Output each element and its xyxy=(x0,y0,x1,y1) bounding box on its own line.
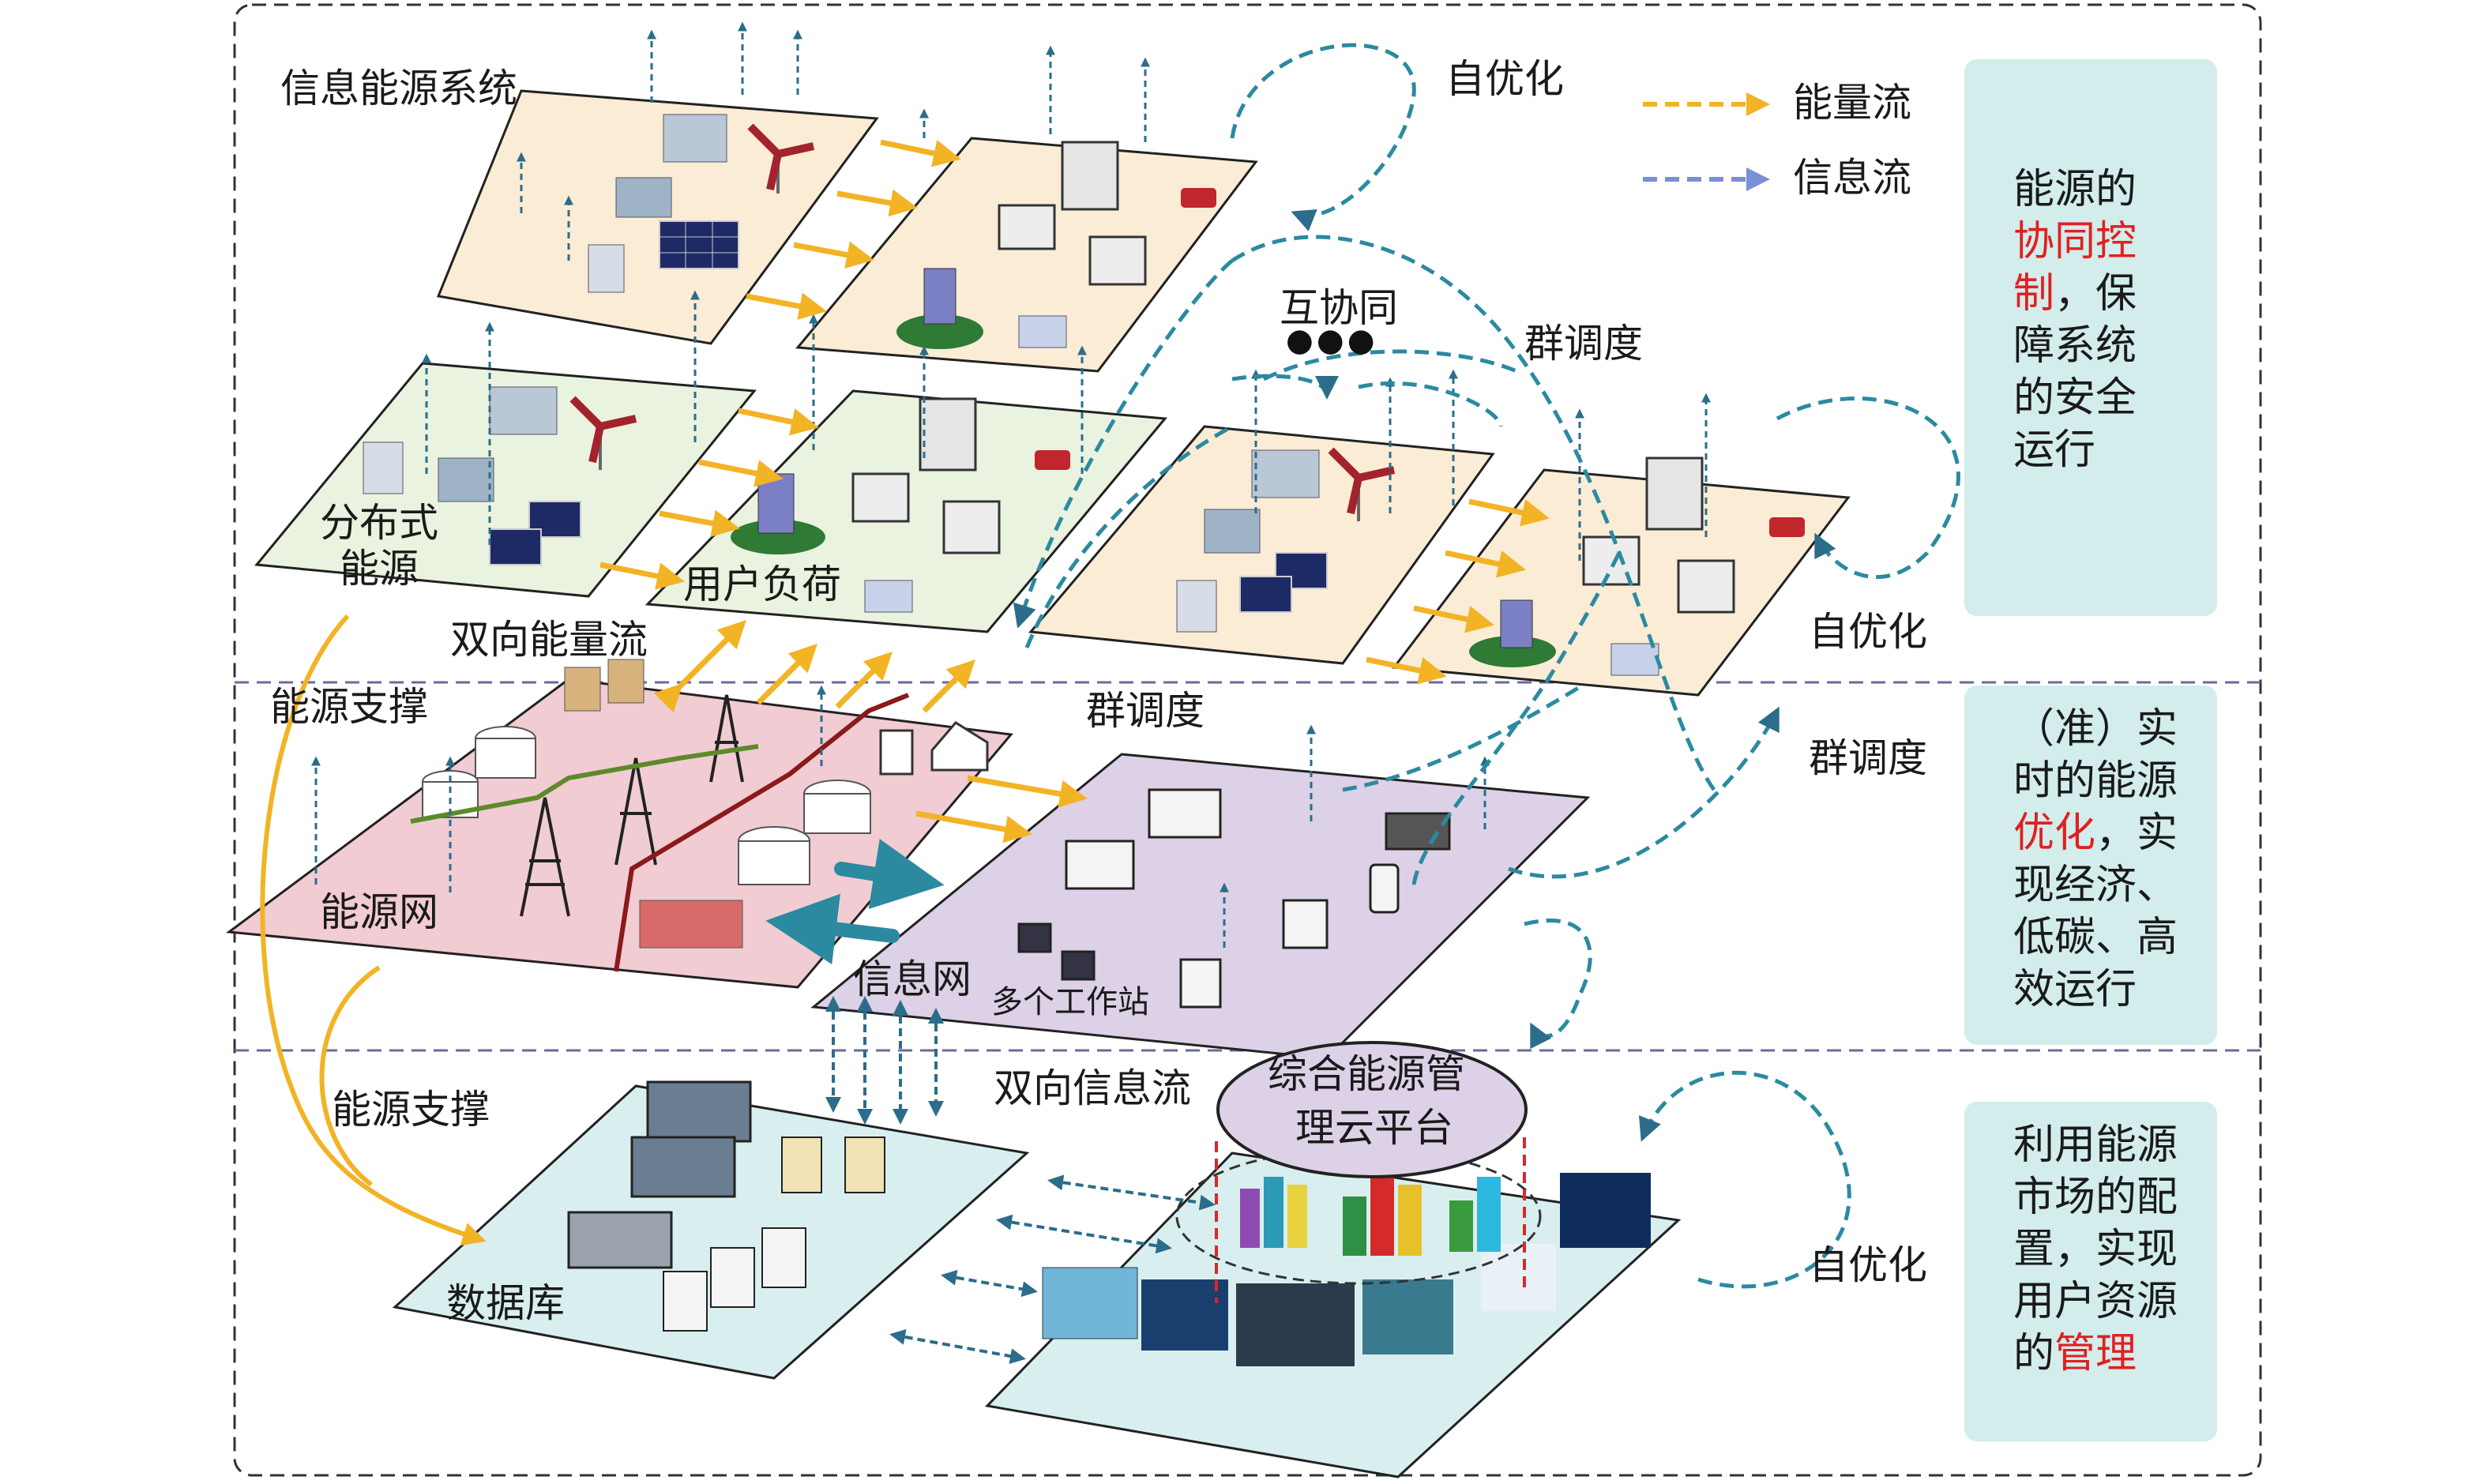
side-panel-text: 协同控 xyxy=(2013,218,2137,265)
side-panel-text: 现经济、 xyxy=(2013,862,2178,909)
label-self-opt-top: 自优化 xyxy=(1445,56,1564,102)
side-panel-text: 障系统 xyxy=(2013,322,2137,370)
label-energy-grid: 能源网 xyxy=(320,889,438,935)
energy-grid-equipment xyxy=(410,659,989,972)
info-grid-equipment xyxy=(1017,788,1451,1009)
side-panel-text: 用户资源 xyxy=(2013,1278,2178,1325)
label-user-load: 用户负荷 xyxy=(683,562,841,607)
equipment-right-b xyxy=(1469,456,1805,676)
side-panel-text: ，保 xyxy=(2054,270,2137,317)
database-servers xyxy=(567,1080,885,1332)
label-group-dispatch-right: 群调度 xyxy=(1809,735,1927,781)
label-cloud-platform-1: 综合能源管 xyxy=(1268,1051,1465,1097)
equipment-mid-left xyxy=(363,386,637,565)
label-self-opt-mid: 自优化 xyxy=(1809,609,1927,655)
label-info-energy-system: 信息能源系统 xyxy=(280,66,517,111)
cloud-platform-visuals xyxy=(1042,1041,1651,1366)
label-mutual-coop: 互协同 xyxy=(1280,285,1398,331)
label-workstations: 多个工作站 xyxy=(991,984,1149,1020)
legend-info-label: 信息流 xyxy=(1793,155,1911,201)
solar-panel-icon xyxy=(489,501,581,565)
label-info-grid: 信息网 xyxy=(853,956,972,1002)
side-panel-text: 低碳、高 xyxy=(2013,914,2178,961)
label-energy-support-1: 能源支撑 xyxy=(270,684,428,730)
side-panel-text: 时的能源 xyxy=(2013,757,2178,805)
side-panel-optimization: （准）实时的能源优化，实现经济、低碳、高效运行 xyxy=(1964,686,2217,1045)
side-panel-text: 管理 xyxy=(2054,1330,2137,1377)
label-distributed-energy: 分布式 能源 xyxy=(320,500,438,592)
plane-right-a xyxy=(1028,425,1495,665)
side-panel-text: 效运行 xyxy=(2013,966,2137,1013)
ellipsis-dots: ●●● xyxy=(1286,322,1378,359)
legend-energy-label: 能量流 xyxy=(1793,80,1911,126)
label-cloud-platform-2: 理云平台 xyxy=(1295,1105,1453,1151)
label-group-dispatch-top: 群调度 xyxy=(1524,321,1643,366)
info-flow-arcs xyxy=(1013,43,1960,1289)
label-energy-support-2: 能源支撑 xyxy=(332,1087,490,1133)
side-panel-management: 利用能源市场的配置，实现用户资源的管理 xyxy=(1964,1102,2217,1441)
side-panel-text: 市场的配 xyxy=(2013,1174,2178,1221)
grid-exchange-arrows xyxy=(765,839,945,965)
bidirectional-info-arrows xyxy=(825,996,1216,1364)
power-line-green xyxy=(410,744,759,824)
solar-panel-icon xyxy=(659,220,739,269)
equipment-right-a xyxy=(1176,447,1396,633)
side-panel-text: 置，实现 xyxy=(2013,1226,2178,1273)
wind-turbine-icon xyxy=(1328,447,1396,521)
label-bidirectional-energy: 双向能量流 xyxy=(450,617,648,663)
side-panel-text: ，实 xyxy=(2095,810,2178,857)
side-panel-coordination: 能源的协同控制，保障系统的安全运行 xyxy=(1964,59,2217,616)
side-panel-text: 利用能源 xyxy=(2013,1121,2178,1169)
side-panel-text: 制 xyxy=(2013,270,2055,317)
power-line-red xyxy=(614,693,910,972)
label-bidirectional-info: 双向信息流 xyxy=(994,1065,1191,1111)
side-panel-text: 运行 xyxy=(2013,426,2096,474)
equipment-mid-center xyxy=(731,397,1070,613)
equipment-top-left xyxy=(588,114,815,293)
vertical-info-arrows xyxy=(311,21,1711,948)
side-panel-text: 优化 xyxy=(2013,810,2096,857)
label-self-opt-bottom: 自优化 xyxy=(1809,1242,1927,1288)
side-panel-text: （准）实 xyxy=(2013,705,2178,753)
label-database: 数据库 xyxy=(446,1280,565,1326)
side-panel-text: 的 xyxy=(2013,1330,2055,1377)
solar-panel-icon xyxy=(1239,552,1328,613)
equipment-top-mid xyxy=(896,141,1216,349)
side-panel-text: 能源的 xyxy=(2013,166,2137,213)
plane-top-mid xyxy=(795,137,1258,373)
wind-turbine-icon xyxy=(569,396,637,470)
cloud-platform-ellipse xyxy=(1216,1041,1528,1178)
wind-turbine-icon xyxy=(747,123,815,193)
energy-flow-arrows xyxy=(260,139,1550,1246)
label-group-dispatch-mid: 群调度 xyxy=(1086,688,1205,734)
side-panel-text: 的安全 xyxy=(2013,374,2137,422)
outer-frame xyxy=(233,3,2262,1477)
